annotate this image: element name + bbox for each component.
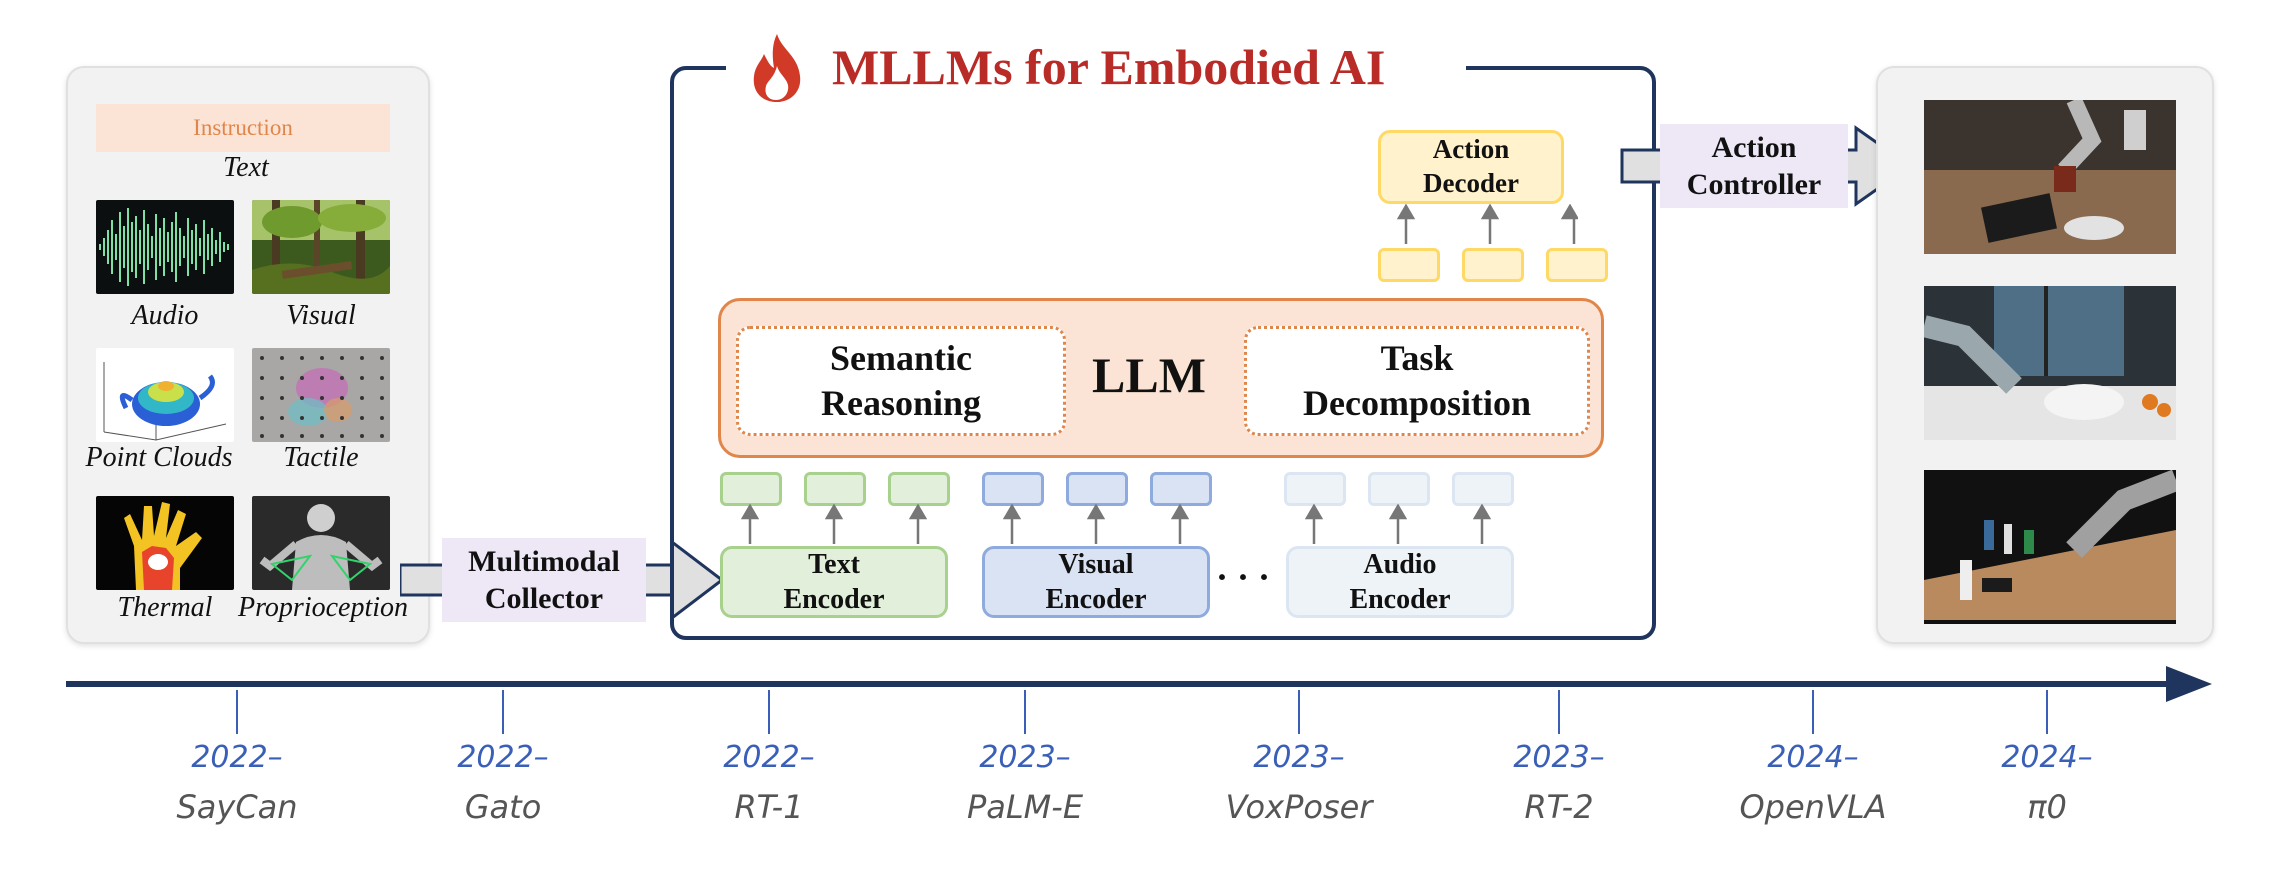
tactile-label: Tactile (283, 442, 359, 473)
action-decoder: Action Decoder (1378, 130, 1564, 204)
visual-encoder: Visual Encoder (982, 546, 1210, 618)
visual-token (1150, 472, 1212, 506)
timeline-tick (1298, 690, 1300, 734)
proprioception-label: Proprioception (237, 592, 409, 623)
timeline-model-name: RT-1 (734, 788, 804, 826)
timeline-model-name: π0 (2027, 788, 2067, 826)
timeline-tick (768, 690, 770, 734)
timeline-year: 2024– (1767, 740, 1859, 775)
text-token (888, 472, 950, 506)
timeline-tick (236, 690, 238, 734)
fire-icon (753, 34, 801, 102)
action-token (1462, 248, 1524, 282)
visual-token (1066, 472, 1128, 506)
timeline-year: 2022– (191, 740, 283, 775)
timeline-year: 2023– (1253, 740, 1345, 775)
text-token (720, 472, 782, 506)
title-background (726, 40, 1466, 100)
robot-arm-kitchen-photo (1924, 286, 2176, 440)
audio-waveform-image (96, 200, 234, 294)
encoder-up-arrows (740, 504, 1492, 544)
timeline-tick (1558, 690, 1560, 734)
timeline-year: 2022– (723, 740, 815, 775)
timeline-tick (1812, 690, 1814, 734)
audio-encoder: Audio Encoder (1286, 546, 1514, 618)
instruction-label: Instruction (96, 104, 390, 152)
robot-arm-table-photo (1924, 100, 2176, 254)
timeline-tick (1024, 690, 1026, 734)
action-controller-label: Action Controller (1660, 124, 1848, 208)
text-token (804, 472, 866, 506)
timeline-tick (2046, 690, 2048, 734)
timeline-model-name: PaLM-E (966, 788, 1084, 826)
timeline-year: 2023– (979, 740, 1071, 775)
task-decomposition: Task Decomposition (1244, 326, 1590, 436)
thermal-label: Thermal (117, 592, 213, 623)
timeline-model-name: Gato (464, 788, 542, 826)
timeline-axis (66, 666, 2212, 702)
diagram-title: MLLMs for Embodied AI (832, 39, 1386, 95)
visual-token (982, 472, 1044, 506)
timeline-year: 2022– (457, 740, 549, 775)
proprioception-body-image (252, 496, 390, 590)
tactile-sensor-image (252, 348, 390, 442)
robot-arm-bottles-photo (1924, 470, 2176, 624)
audio-token (1368, 472, 1430, 506)
semantic-reasoning: Semantic Reasoning (736, 326, 1066, 436)
action-token (1546, 248, 1608, 282)
timeline-model-name: OpenVLA (1739, 788, 1887, 826)
timeline-tick (502, 690, 504, 734)
timeline-model-name: SayCan (176, 788, 298, 826)
timeline-year: 2023– (1513, 740, 1605, 775)
audio-label: Audio (131, 300, 199, 331)
text-modality-label: Text (223, 152, 269, 183)
timeline-model-name: RT-2 (1524, 788, 1594, 826)
decoder-up-arrows (1396, 204, 1578, 244)
multimodal-collector-label: Multimodal Collector (442, 538, 646, 622)
llm-label: LLM (1092, 347, 1206, 403)
audio-token (1452, 472, 1514, 506)
visual-label: Visual (286, 300, 356, 331)
action-token (1378, 248, 1440, 282)
thermal-hand-image (96, 496, 234, 590)
point-cloud-teapot-image (96, 348, 234, 442)
more-encoders-ellipsis: · · · (1216, 557, 1271, 597)
forest-image (252, 200, 390, 294)
text-encoder: Text Encoder (720, 546, 948, 618)
timeline-year: 2024– (2001, 740, 2093, 775)
timeline-model-name: VoxPoser (1225, 788, 1373, 826)
audio-token (1284, 472, 1346, 506)
point-clouds-label: Point Clouds (85, 442, 233, 473)
